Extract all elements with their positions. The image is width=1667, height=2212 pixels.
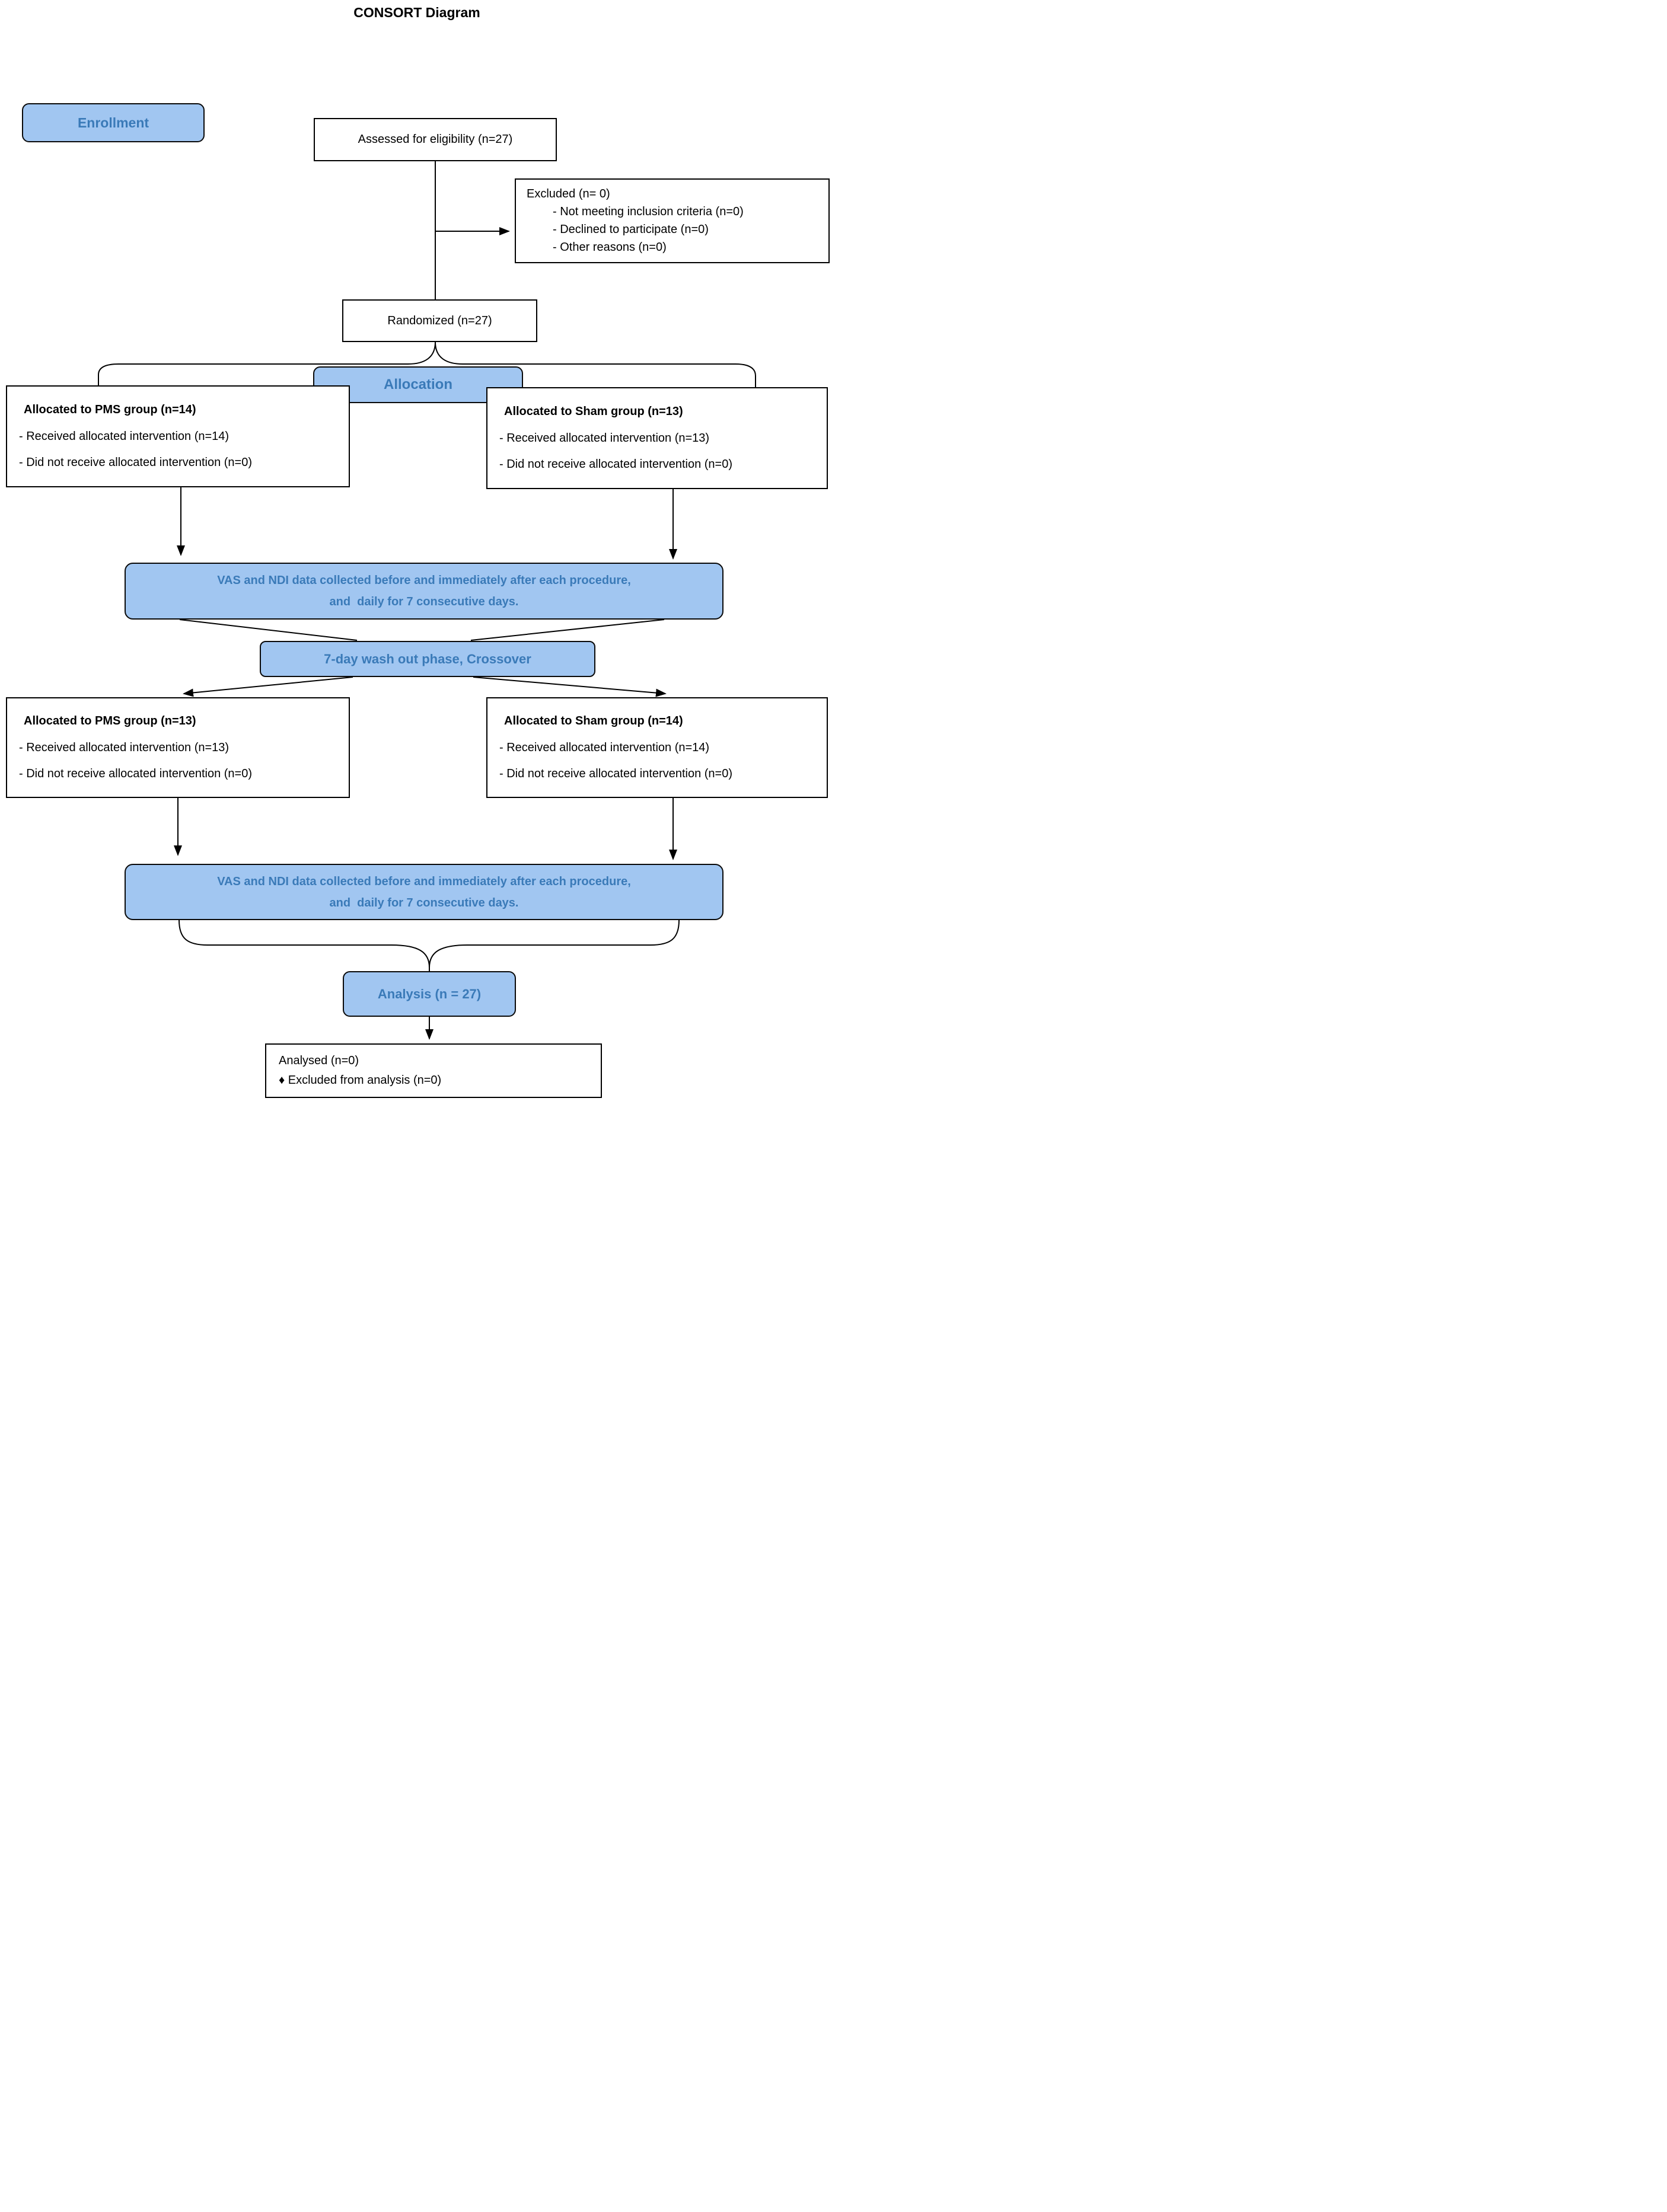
- excluded-item: - Not meeting inclusion criteria (n=0): [553, 205, 744, 218]
- vas-ndi-1-line2: and daily for 7 consecutive days.: [329, 595, 519, 608]
- vas-ndi-box-1: VAS and NDI data collected before and im…: [125, 563, 723, 620]
- analysed-line: Analysed (n=0): [279, 1054, 359, 1067]
- allocated-sham-2-title: Allocated to Sham group (n=14): [504, 714, 683, 728]
- allocated-pms-1-title: Allocated to PMS group (n=14): [24, 403, 196, 416]
- assessed-text: Assessed for eligibility (n=27): [358, 133, 513, 146]
- brace-vas2-left: [179, 920, 430, 972]
- analysed-box: Analysed (n=0) ♦ Excluded from analysis …: [265, 1043, 602, 1098]
- brace-vas2-right: [429, 920, 680, 968]
- line-vas1-to-washout-right: [470, 619, 665, 641]
- vas-ndi-1-line1: VAS and NDI data collected before and im…: [217, 574, 631, 587]
- brace-randomized-left: [98, 341, 436, 385]
- arrow-washout-to-pms2: [183, 676, 353, 697]
- allocated-pms-1-item: - Did not receive allocated intervention…: [19, 456, 252, 470]
- enrollment-stage-label: Enrollment: [22, 103, 205, 142]
- enrollment-label-text: Enrollment: [77, 114, 149, 130]
- excluded-box: Excluded (n= 0) - Not meeting inclusion …: [515, 178, 830, 263]
- allocated-sham-1-box: Allocated to Sham group (n=13) - Receive…: [486, 387, 828, 489]
- allocated-sham-1-title: Allocated to Sham group (n=13): [504, 404, 683, 418]
- randomized-text: Randomized (n=27): [387, 314, 492, 327]
- allocated-pms-2-item: - Did not receive allocated intervention…: [19, 767, 252, 780]
- allocated-pms-2-box: Allocated to PMS group (n=13) - Received…: [6, 697, 350, 798]
- vas-ndi-2-line2: and daily for 7 consecutive days.: [329, 896, 519, 909]
- allocation-label-text: Allocation: [383, 376, 452, 392]
- excluded-item: - Declined to participate (n=0): [553, 223, 709, 236]
- washout-label-text: 7-day wash out phase, Crossover: [324, 651, 531, 666]
- excluded-item: - Other reasons (n=0): [553, 241, 667, 254]
- randomized-box: Randomized (n=27): [342, 299, 537, 342]
- allocated-sham-2-item: - Received allocated intervention (n=14): [499, 740, 710, 754]
- line-vas1-to-washout-left: [179, 619, 358, 641]
- page-title: CONSORT Diagram: [353, 5, 480, 20]
- arrow-washout-to-sham2: [473, 676, 667, 697]
- consort-flow-diagram: CONSORT Diagram Enrollment Assessed for …: [0, 0, 834, 1106]
- analysis-stage-label: Analysis (n = 27): [343, 971, 516, 1017]
- allocated-sham-1-item: - Did not receive allocated intervention…: [499, 458, 732, 471]
- allocated-pms-2-title: Allocated to PMS group (n=13): [24, 714, 196, 728]
- assessed-box: Assessed for eligibility (n=27): [314, 118, 557, 161]
- allocated-pms-1-box: Allocated to PMS group (n=14) - Received…: [6, 385, 350, 487]
- allocated-pms-1-item: - Received allocated intervention (n=14): [19, 429, 230, 443]
- analysed-excluded-line: ♦ Excluded from analysis (n=0): [279, 1074, 442, 1087]
- vas-ndi-2-line1: VAS and NDI data collected before and im…: [217, 874, 631, 888]
- allocated-sham-2-box: Allocated to Sham group (n=14) - Receive…: [486, 697, 828, 798]
- brace-randomized-right: [435, 341, 756, 387]
- allocated-sham-1-item: - Received allocated intervention (n=13): [499, 431, 710, 445]
- analysis-label-text: Analysis (n = 27): [377, 986, 482, 1001]
- excluded-title: Excluded (n= 0): [527, 187, 610, 200]
- connector-lines: [98, 161, 756, 1040]
- allocated-sham-2-item: - Did not receive allocated intervention…: [499, 767, 732, 780]
- washout-box: 7-day wash out phase, Crossover: [260, 641, 595, 677]
- allocated-pms-2-item: - Received allocated intervention (n=13): [19, 740, 230, 754]
- vas-ndi-box-2: VAS and NDI data collected before and im…: [125, 864, 723, 920]
